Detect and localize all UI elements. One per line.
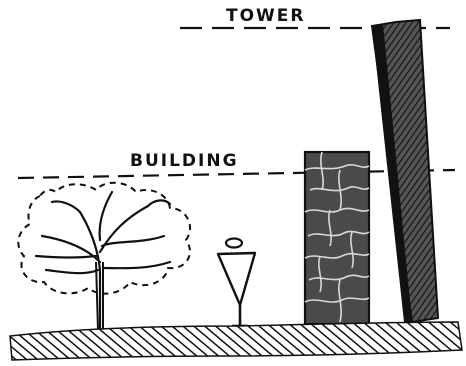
ground-hatching: [9, 321, 463, 361]
person-figure: [216, 237, 257, 328]
building-height-line: [17, 168, 456, 180]
building-shape: [303, 150, 371, 326]
tower-shape: [370, 18, 440, 324]
tree-sketch: [17, 181, 191, 332]
tower-label: TOWER: [226, 6, 306, 26]
building-label: BUILDING: [130, 151, 239, 171]
